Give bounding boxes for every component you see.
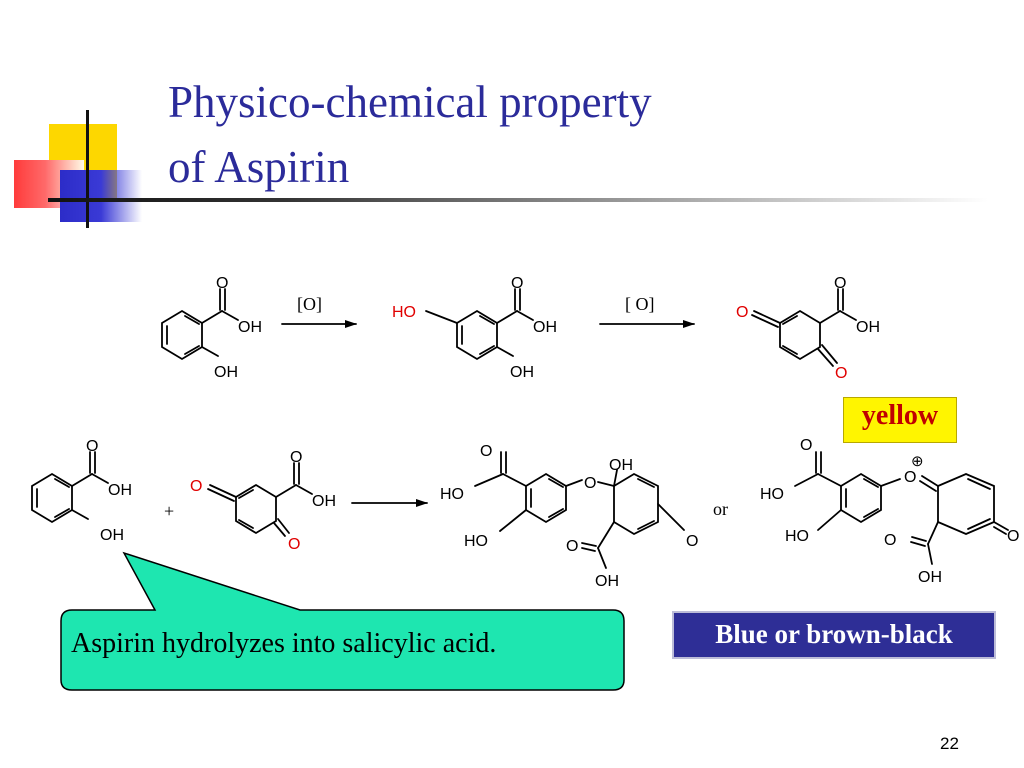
atom-label: O (884, 532, 896, 549)
atom-label: OH (533, 319, 557, 336)
molecule-quinone-acid-2 (207, 462, 313, 537)
charge-symbol: ⊕ (911, 453, 924, 470)
molecule-product-b (794, 451, 1009, 565)
color-result-label: Blue or brown-black (715, 619, 953, 649)
yellow-label-box (843, 397, 957, 443)
atom-label: O (290, 449, 302, 466)
atom-label: OH (595, 573, 619, 590)
atom-label: O (584, 475, 596, 492)
page-number: 22 (940, 734, 959, 753)
slide-title-line-2: of Aspirin (168, 142, 350, 192)
molecule-salicylic-acid-2 (31, 451, 109, 524)
decor-horizontal-rule (48, 198, 988, 202)
atom-label: O (216, 275, 228, 292)
molecule-gentisic-acid (425, 288, 534, 361)
molecule-salicylic-acid-1 (161, 288, 239, 361)
atom-labels: O OH OH [O] [ O] O OH OH HO O OH O O O O… (86, 275, 1019, 590)
decor-vertical-line (86, 110, 89, 228)
atom-label: OH (609, 457, 633, 474)
atom-label: OH (100, 527, 124, 544)
atom-label: O (480, 443, 492, 460)
oxidant-label-2: [ O] (625, 294, 655, 314)
callout-bubble (60, 551, 625, 691)
atom-label-red: O (190, 478, 202, 495)
atom-label: OH (238, 319, 262, 336)
atom-label: OH (312, 493, 336, 510)
atom-label: HO (440, 486, 464, 503)
oxidant-label-1: [O] (297, 294, 322, 314)
atom-label: HO (760, 486, 784, 503)
atom-label-red: HO (392, 304, 416, 321)
molecule-quinone-acid-1 (751, 288, 857, 367)
atom-label-red: O (736, 304, 748, 321)
atom-label: OH (108, 482, 132, 499)
atom-label: OH (510, 364, 534, 381)
color-result-box (672, 611, 996, 659)
atom-label: O (800, 437, 812, 454)
atom-label-red: O (835, 365, 847, 382)
plus-sign: + (164, 501, 174, 521)
decor-blue-square (60, 170, 142, 222)
atom-label: OH (918, 569, 942, 586)
callout-text: Aspirin hydrolyzes into salicylic acid. (71, 628, 497, 659)
yellow-label: yellow (861, 400, 939, 431)
atom-label: HO (464, 533, 488, 550)
atom-label: OH (856, 319, 880, 336)
or-label: or (713, 499, 728, 519)
atom-label-red: O (288, 536, 300, 553)
atom-label: HO (785, 528, 809, 545)
atom-label: O (834, 275, 846, 292)
atom-label: O (686, 533, 698, 550)
atom-label: O (566, 538, 578, 555)
atom-label: OH (214, 364, 238, 381)
atom-label: O (86, 438, 98, 455)
atom-label: O (904, 469, 916, 486)
atom-label: O (1007, 528, 1019, 545)
atom-label: O (511, 275, 523, 292)
slide-title-line-1: Physico-chemical property (168, 77, 652, 127)
molecule-product-a (474, 451, 685, 569)
